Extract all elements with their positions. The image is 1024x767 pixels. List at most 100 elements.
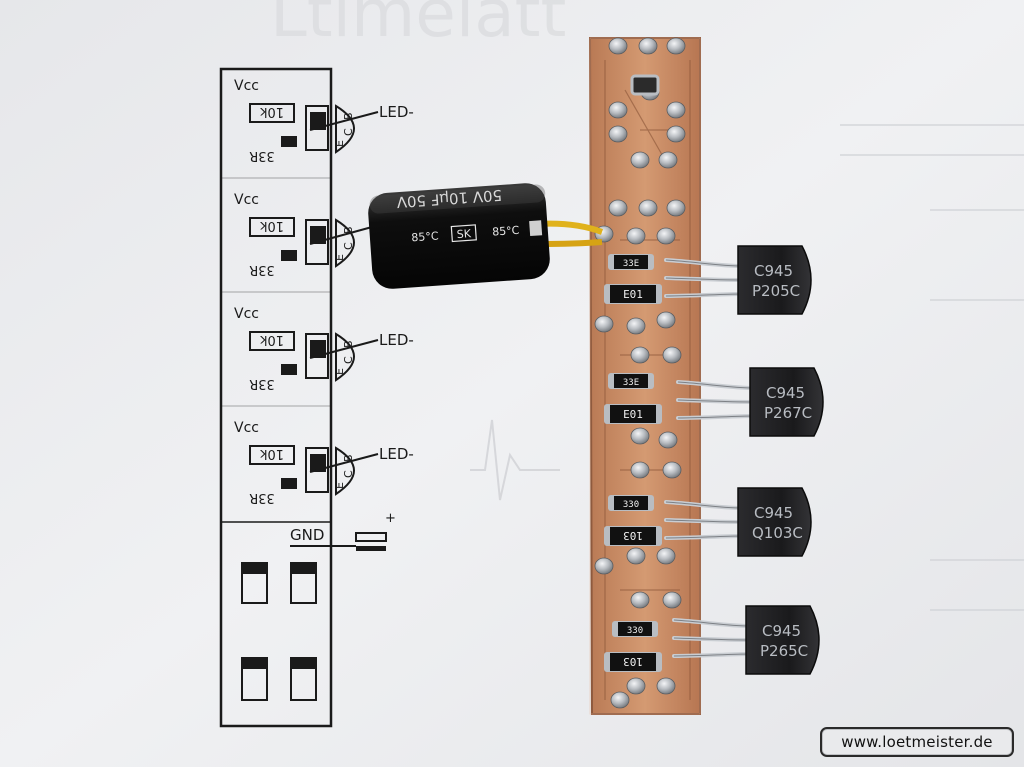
resistor-code: E01 xyxy=(623,288,643,301)
resistor-code: 33E xyxy=(623,259,639,269)
solder-joint xyxy=(666,199,686,217)
solder-joint xyxy=(662,461,682,479)
led-label: LED- xyxy=(379,331,414,349)
transistor-body xyxy=(737,487,812,557)
solder-joint xyxy=(626,547,646,565)
transistor-outline xyxy=(335,104,355,154)
pin-e: E xyxy=(333,368,346,375)
solder-joint xyxy=(608,101,628,119)
solder-joint xyxy=(630,461,650,479)
solder-joint xyxy=(656,227,676,245)
smd-resistor: 33E xyxy=(608,373,654,389)
resistor-pad xyxy=(281,364,297,375)
pin-c: C xyxy=(342,356,355,364)
vcc-label: Vcc xyxy=(234,78,259,94)
resistor-code: 330 xyxy=(627,626,643,636)
transistor-body xyxy=(749,367,824,437)
schematic-stage: Vcc 10k 33R E C B xyxy=(221,192,373,293)
transistor-footprint xyxy=(305,447,329,493)
smd-resistor: 103 xyxy=(604,652,662,672)
transistor-footprint xyxy=(305,219,329,265)
smd-resistor: 103 xyxy=(604,526,662,546)
pullup-resistor xyxy=(249,331,295,351)
transistor-pad xyxy=(310,226,326,244)
pullup-value: 10k xyxy=(259,332,284,347)
transistor-marking: C945 xyxy=(754,262,793,280)
resistor-code: 103 xyxy=(623,529,643,542)
transistor-outline xyxy=(335,218,355,268)
solder-joint xyxy=(656,677,676,695)
smd-resistors: 33E E01 33E E01 330 103 330 103 xyxy=(604,254,662,672)
solder-joint xyxy=(658,431,678,449)
watermark-badge: www.loetmeister.de xyxy=(820,727,1014,757)
transistor-footprint xyxy=(305,105,329,151)
smd-resistor: E01 xyxy=(604,404,662,424)
transistor-pad xyxy=(310,112,326,130)
pin-b: B xyxy=(342,226,355,234)
smd-resistor: 330 xyxy=(608,495,654,511)
solder-joint xyxy=(608,37,628,55)
background-bleed-text: Ltimelatt xyxy=(270,0,566,52)
solder-joint xyxy=(630,151,650,169)
transistor-marking: C945 xyxy=(766,384,805,402)
pin-e: E xyxy=(333,482,346,489)
gnd-label: GND xyxy=(290,526,324,544)
pin-e: E xyxy=(333,254,346,261)
solder-joint xyxy=(610,691,630,709)
pullup-value: 10k xyxy=(259,218,284,233)
pin-c: C xyxy=(342,128,355,136)
resistor-code: E01 xyxy=(623,408,643,421)
base-resistor-value: 33R xyxy=(249,262,275,277)
pin-b: B xyxy=(342,454,355,462)
solder-joint xyxy=(626,317,646,335)
led-label: LED- xyxy=(379,445,414,463)
capacitor-body xyxy=(368,183,550,289)
smd-resistor: 33E xyxy=(608,254,654,270)
base-resistor-value: 33R xyxy=(249,490,275,505)
solder-joint xyxy=(630,427,650,445)
pullup-resistor xyxy=(249,445,295,465)
solder-joint xyxy=(656,311,676,329)
resistor-body xyxy=(618,622,652,636)
solder-joints xyxy=(594,37,686,709)
led-wire xyxy=(309,111,379,131)
solder-joint xyxy=(594,315,614,333)
transistor-pad xyxy=(310,340,326,358)
led-wire xyxy=(309,339,379,359)
vcc-label: Vcc xyxy=(234,306,259,322)
solder-joint xyxy=(656,547,676,565)
resistor-pad xyxy=(281,478,297,489)
transistor-marking: C945 xyxy=(754,504,793,522)
solder-joint xyxy=(662,346,682,364)
schematic-outline xyxy=(219,67,333,728)
cap-polarity: + xyxy=(385,511,396,526)
solder-joint xyxy=(626,227,646,245)
resistor-body xyxy=(610,527,656,545)
connector-pads xyxy=(241,562,317,701)
solder-joint xyxy=(630,591,650,609)
solder-joint xyxy=(638,199,658,217)
transistor-marking: C945 xyxy=(762,622,801,640)
resistor-body xyxy=(610,285,656,303)
capacitor-stripe xyxy=(529,220,543,237)
transistor-footprint xyxy=(305,333,329,379)
pullup-value: 10k xyxy=(259,104,284,119)
resistor-body xyxy=(614,374,648,388)
transistor-marking: Q103C xyxy=(752,524,803,542)
solder-joint xyxy=(626,677,646,695)
pin-c: C xyxy=(342,242,355,250)
solder-joint xyxy=(608,199,628,217)
cap-symbol-plate xyxy=(355,532,387,542)
smd-resistor: E01 xyxy=(604,284,662,304)
solder-joint xyxy=(666,37,686,55)
schematic-stage: Vcc 10k 33R E C B LED- xyxy=(234,420,414,505)
pin-e: E xyxy=(333,140,346,147)
resistor-code: 33E xyxy=(623,378,639,388)
resistor-pad xyxy=(281,250,297,261)
transistor-marking: P265C xyxy=(760,642,808,660)
